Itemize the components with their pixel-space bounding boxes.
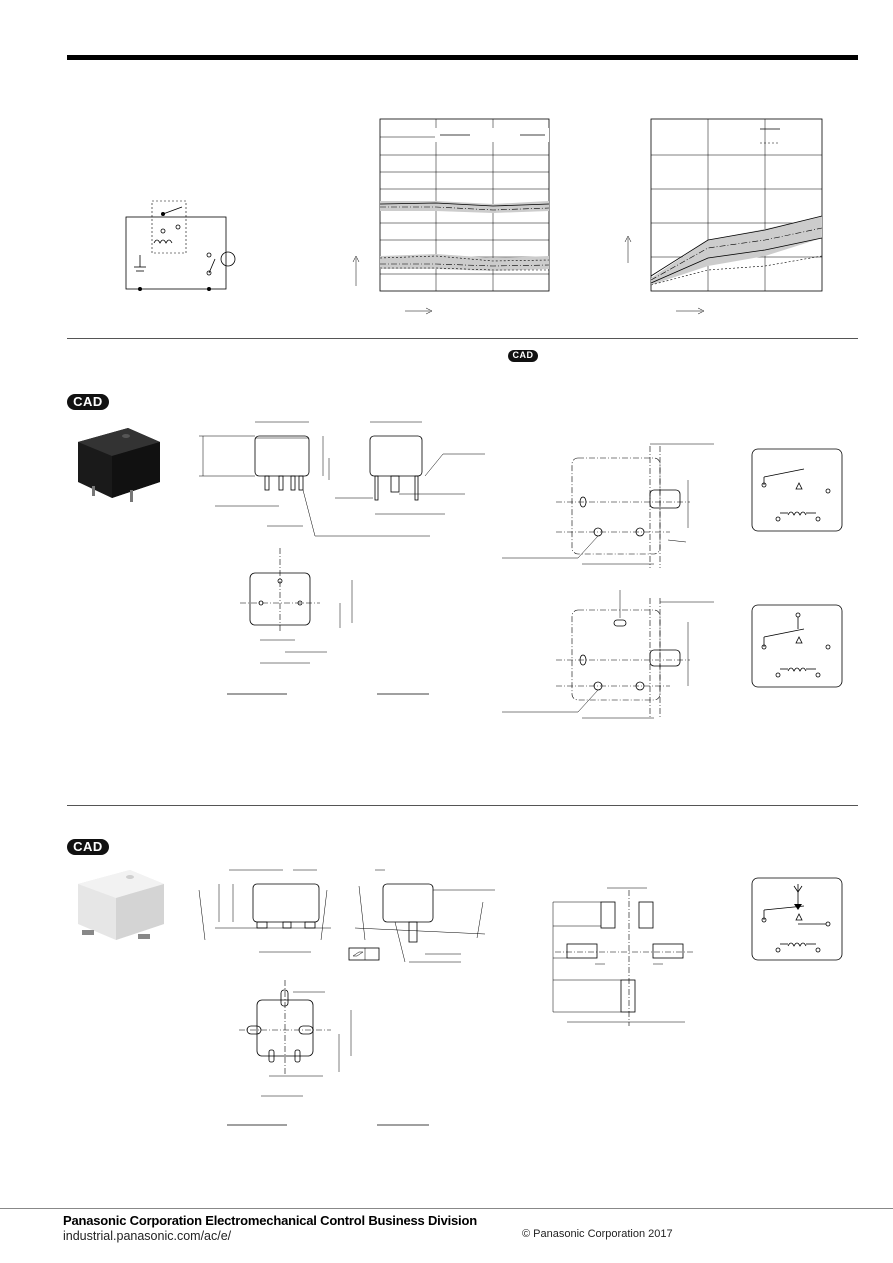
graph-1	[352, 118, 550, 315]
graph-2	[624, 118, 823, 315]
footer-rule	[0, 1208, 893, 1209]
schematic-type-3	[751, 877, 843, 961]
header-rule	[67, 55, 858, 60]
pcb-pattern-smd	[552, 887, 695, 1026]
relay-photo-black	[78, 428, 160, 502]
dimension-drawing-smd	[198, 869, 495, 1126]
test-circuit-diagram	[125, 200, 236, 291]
dimension-drawing-through-hole	[199, 421, 485, 695]
schematic-type-2	[751, 604, 843, 688]
footer-copyright: © Panasonic Corporation 2017	[522, 1228, 673, 1240]
section-divider-1	[67, 338, 858, 339]
relay-photo-white	[78, 870, 164, 940]
cad-badge-section-3[interactable]: CAD	[67, 839, 109, 855]
footer-company-name: Panasonic Corporation Electromechanical …	[63, 1213, 477, 1228]
section-divider-2	[67, 805, 858, 806]
footer-url-link[interactable]: industrial.panasonic.com/ac/e/	[63, 1229, 232, 1243]
pcb-pattern-through-hole	[502, 443, 714, 719]
cad-badge-pcb-pattern[interactable]: CAD	[508, 350, 538, 362]
schematic-type-1	[751, 448, 843, 532]
cad-badge-section-2[interactable]: CAD	[67, 394, 109, 410]
